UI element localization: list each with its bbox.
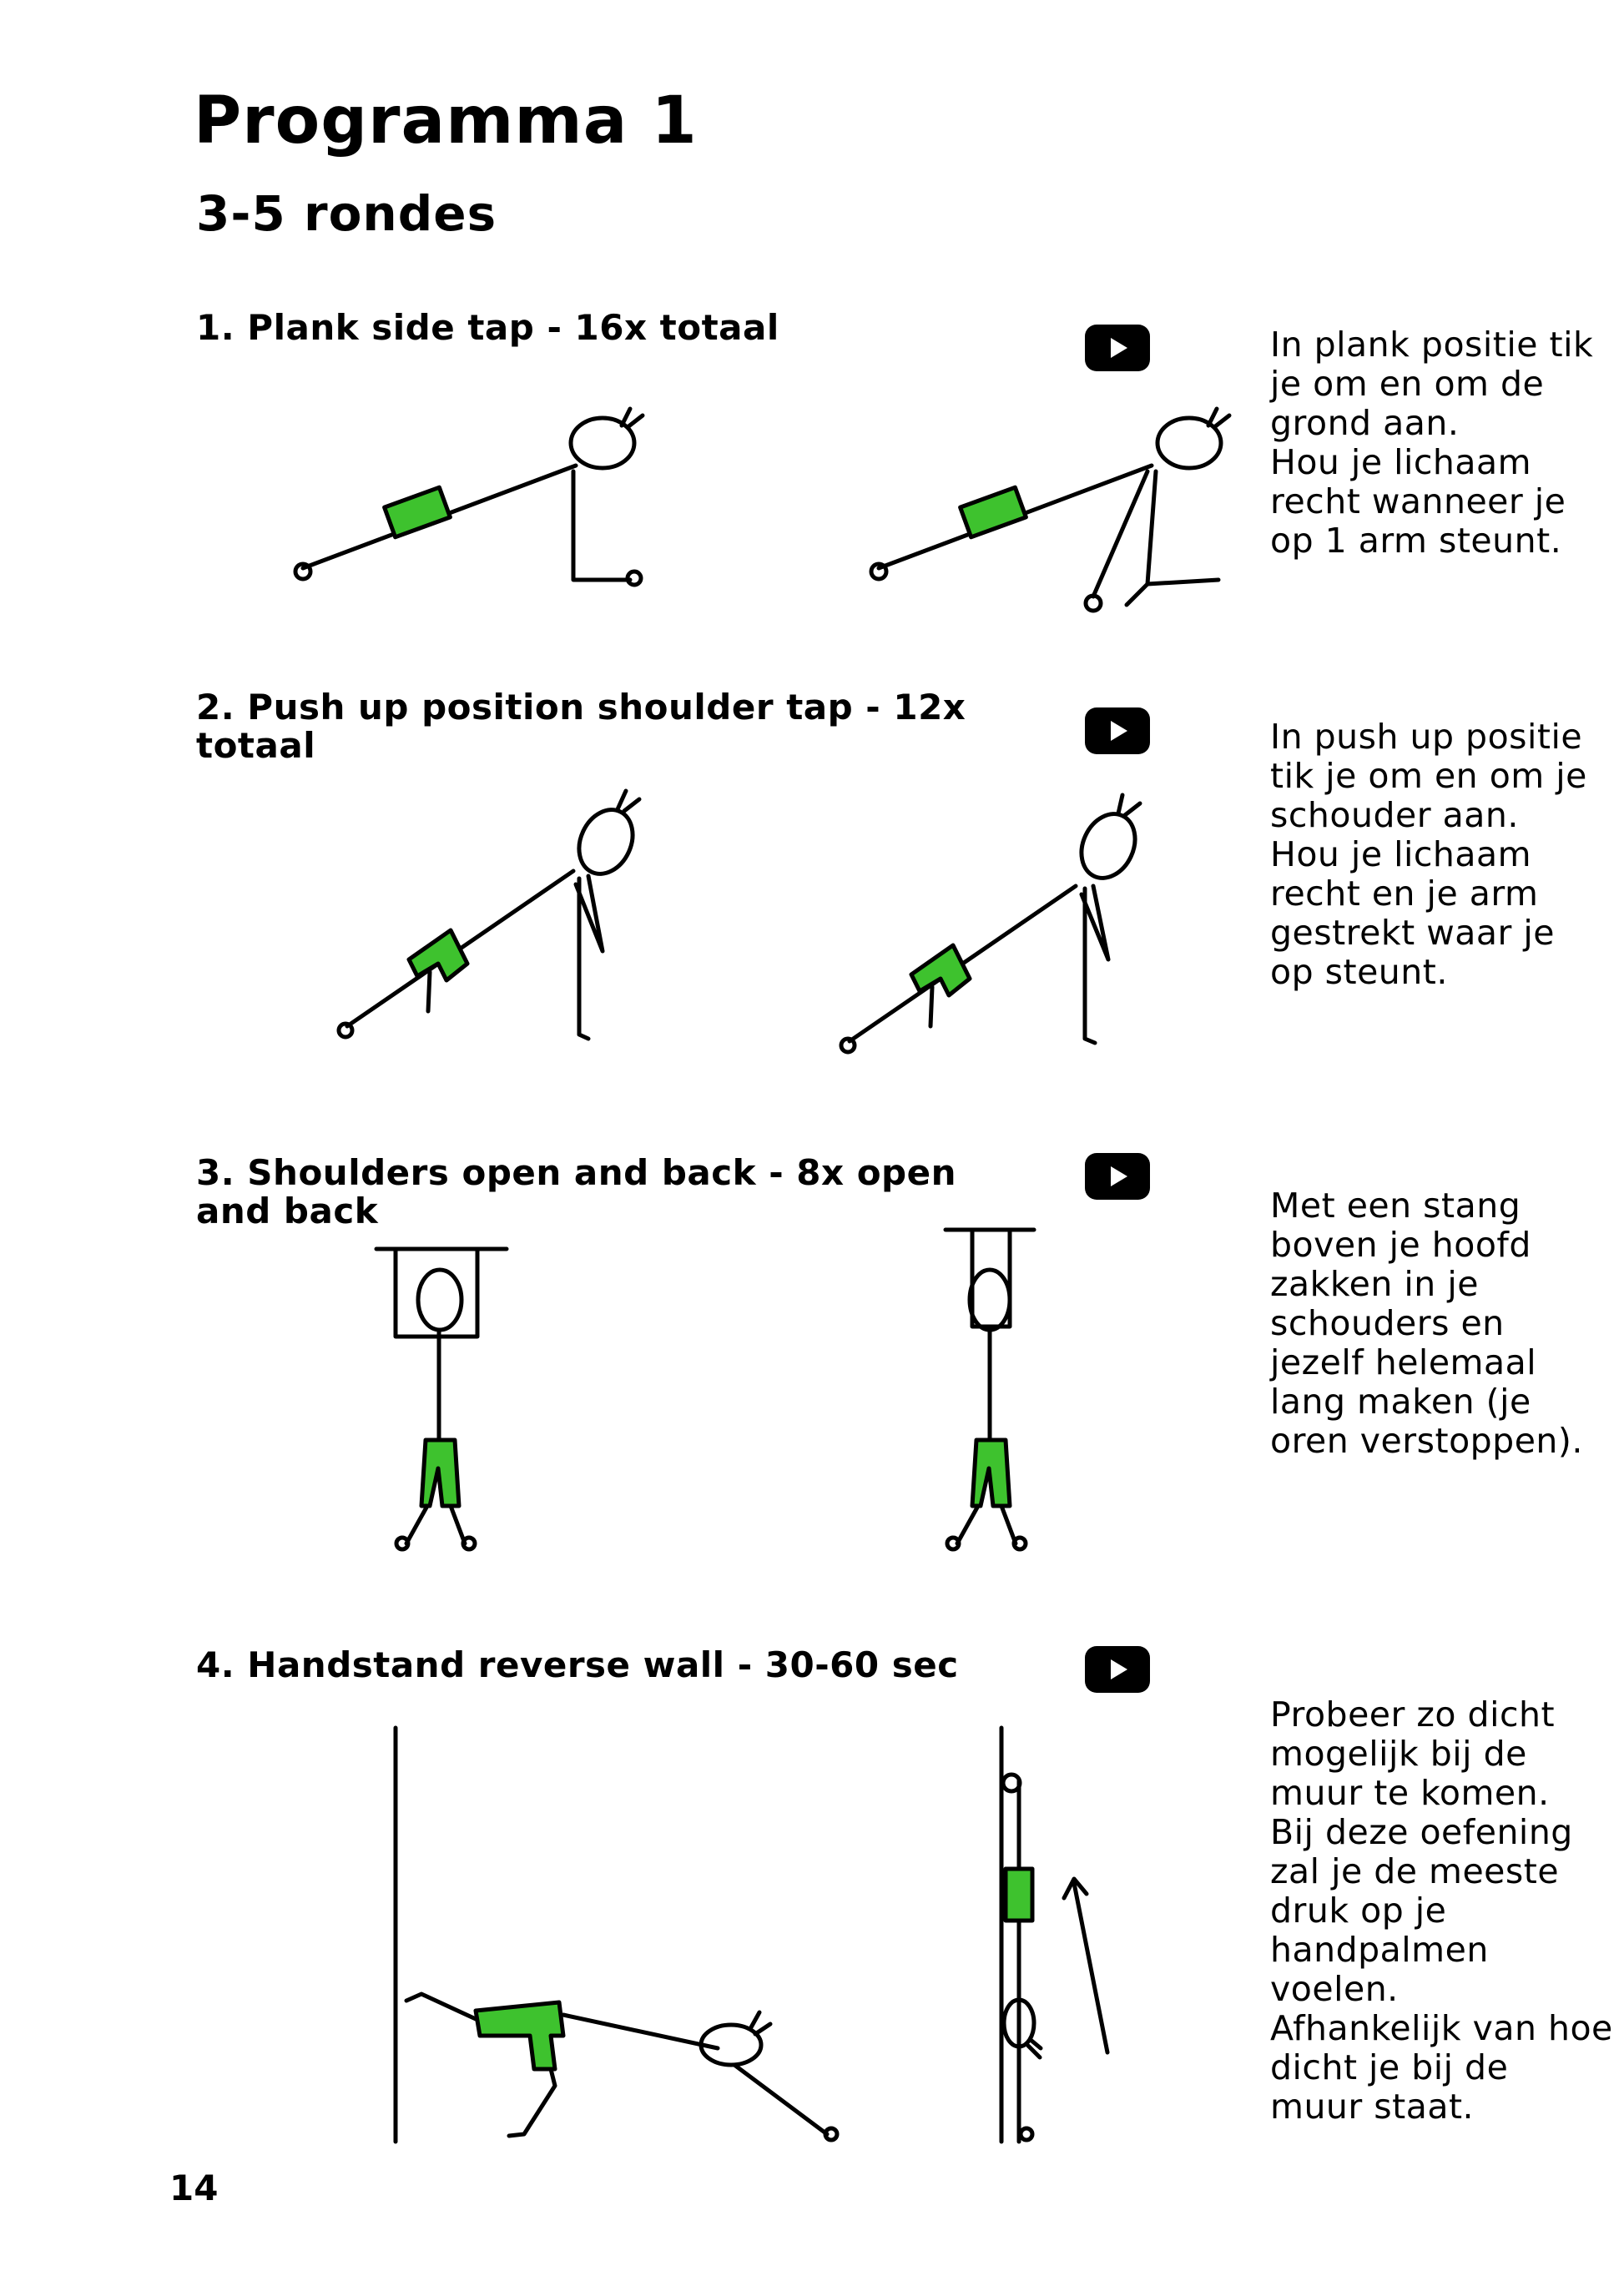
shoulder-tap-figure-right: [839, 793, 1142, 1055]
handstand-wall-figure-left: [393, 1725, 840, 2144]
plank-figure-right: [869, 406, 1232, 613]
exercise-2-description: In push up positie tik je om en om je sc…: [1270, 717, 1587, 992]
youtube-play-icon[interactable]: [1085, 707, 1150, 754]
exercise-1-heading: 1. Plank side tap - 16x totaal: [196, 307, 779, 348]
exercise-3-description: Met een stang boven je hoofd zakken in j…: [1270, 1186, 1583, 1461]
page-title: Programma 1: [194, 83, 698, 159]
bar-hang-figure-left: [374, 1246, 509, 1552]
handstand-wall-figure-right: [999, 1725, 1110, 2144]
page-number: 14: [169, 2168, 219, 2208]
youtube-play-icon[interactable]: [1085, 1646, 1150, 1693]
bar-hang-figure-right: [943, 1227, 1036, 1552]
exercise-4-heading: 4. Handstand reverse wall - 30-60 sec: [196, 1644, 959, 1685]
youtube-play-icon[interactable]: [1085, 325, 1150, 371]
youtube-play-icon[interactable]: [1085, 1153, 1150, 1200]
exercise-3-heading: 3. Shoulders open and back - 8x open and…: [196, 1152, 956, 1231]
exercise-2-heading: 2. Push up position shoulder tap - 12x t…: [196, 687, 966, 766]
shoulder-tap-figure-left: [336, 788, 642, 1041]
page-subtitle: 3-5 rondes: [196, 185, 497, 242]
arrow-up-icon: [1062, 1876, 1110, 2055]
exercise-1-description: In plank positie tik je om en om de gron…: [1270, 325, 1594, 561]
exercise-4-description: Probeer zo dicht mogelijk bij de muur te…: [1270, 1694, 1613, 2127]
plank-figure-left: [293, 406, 645, 587]
